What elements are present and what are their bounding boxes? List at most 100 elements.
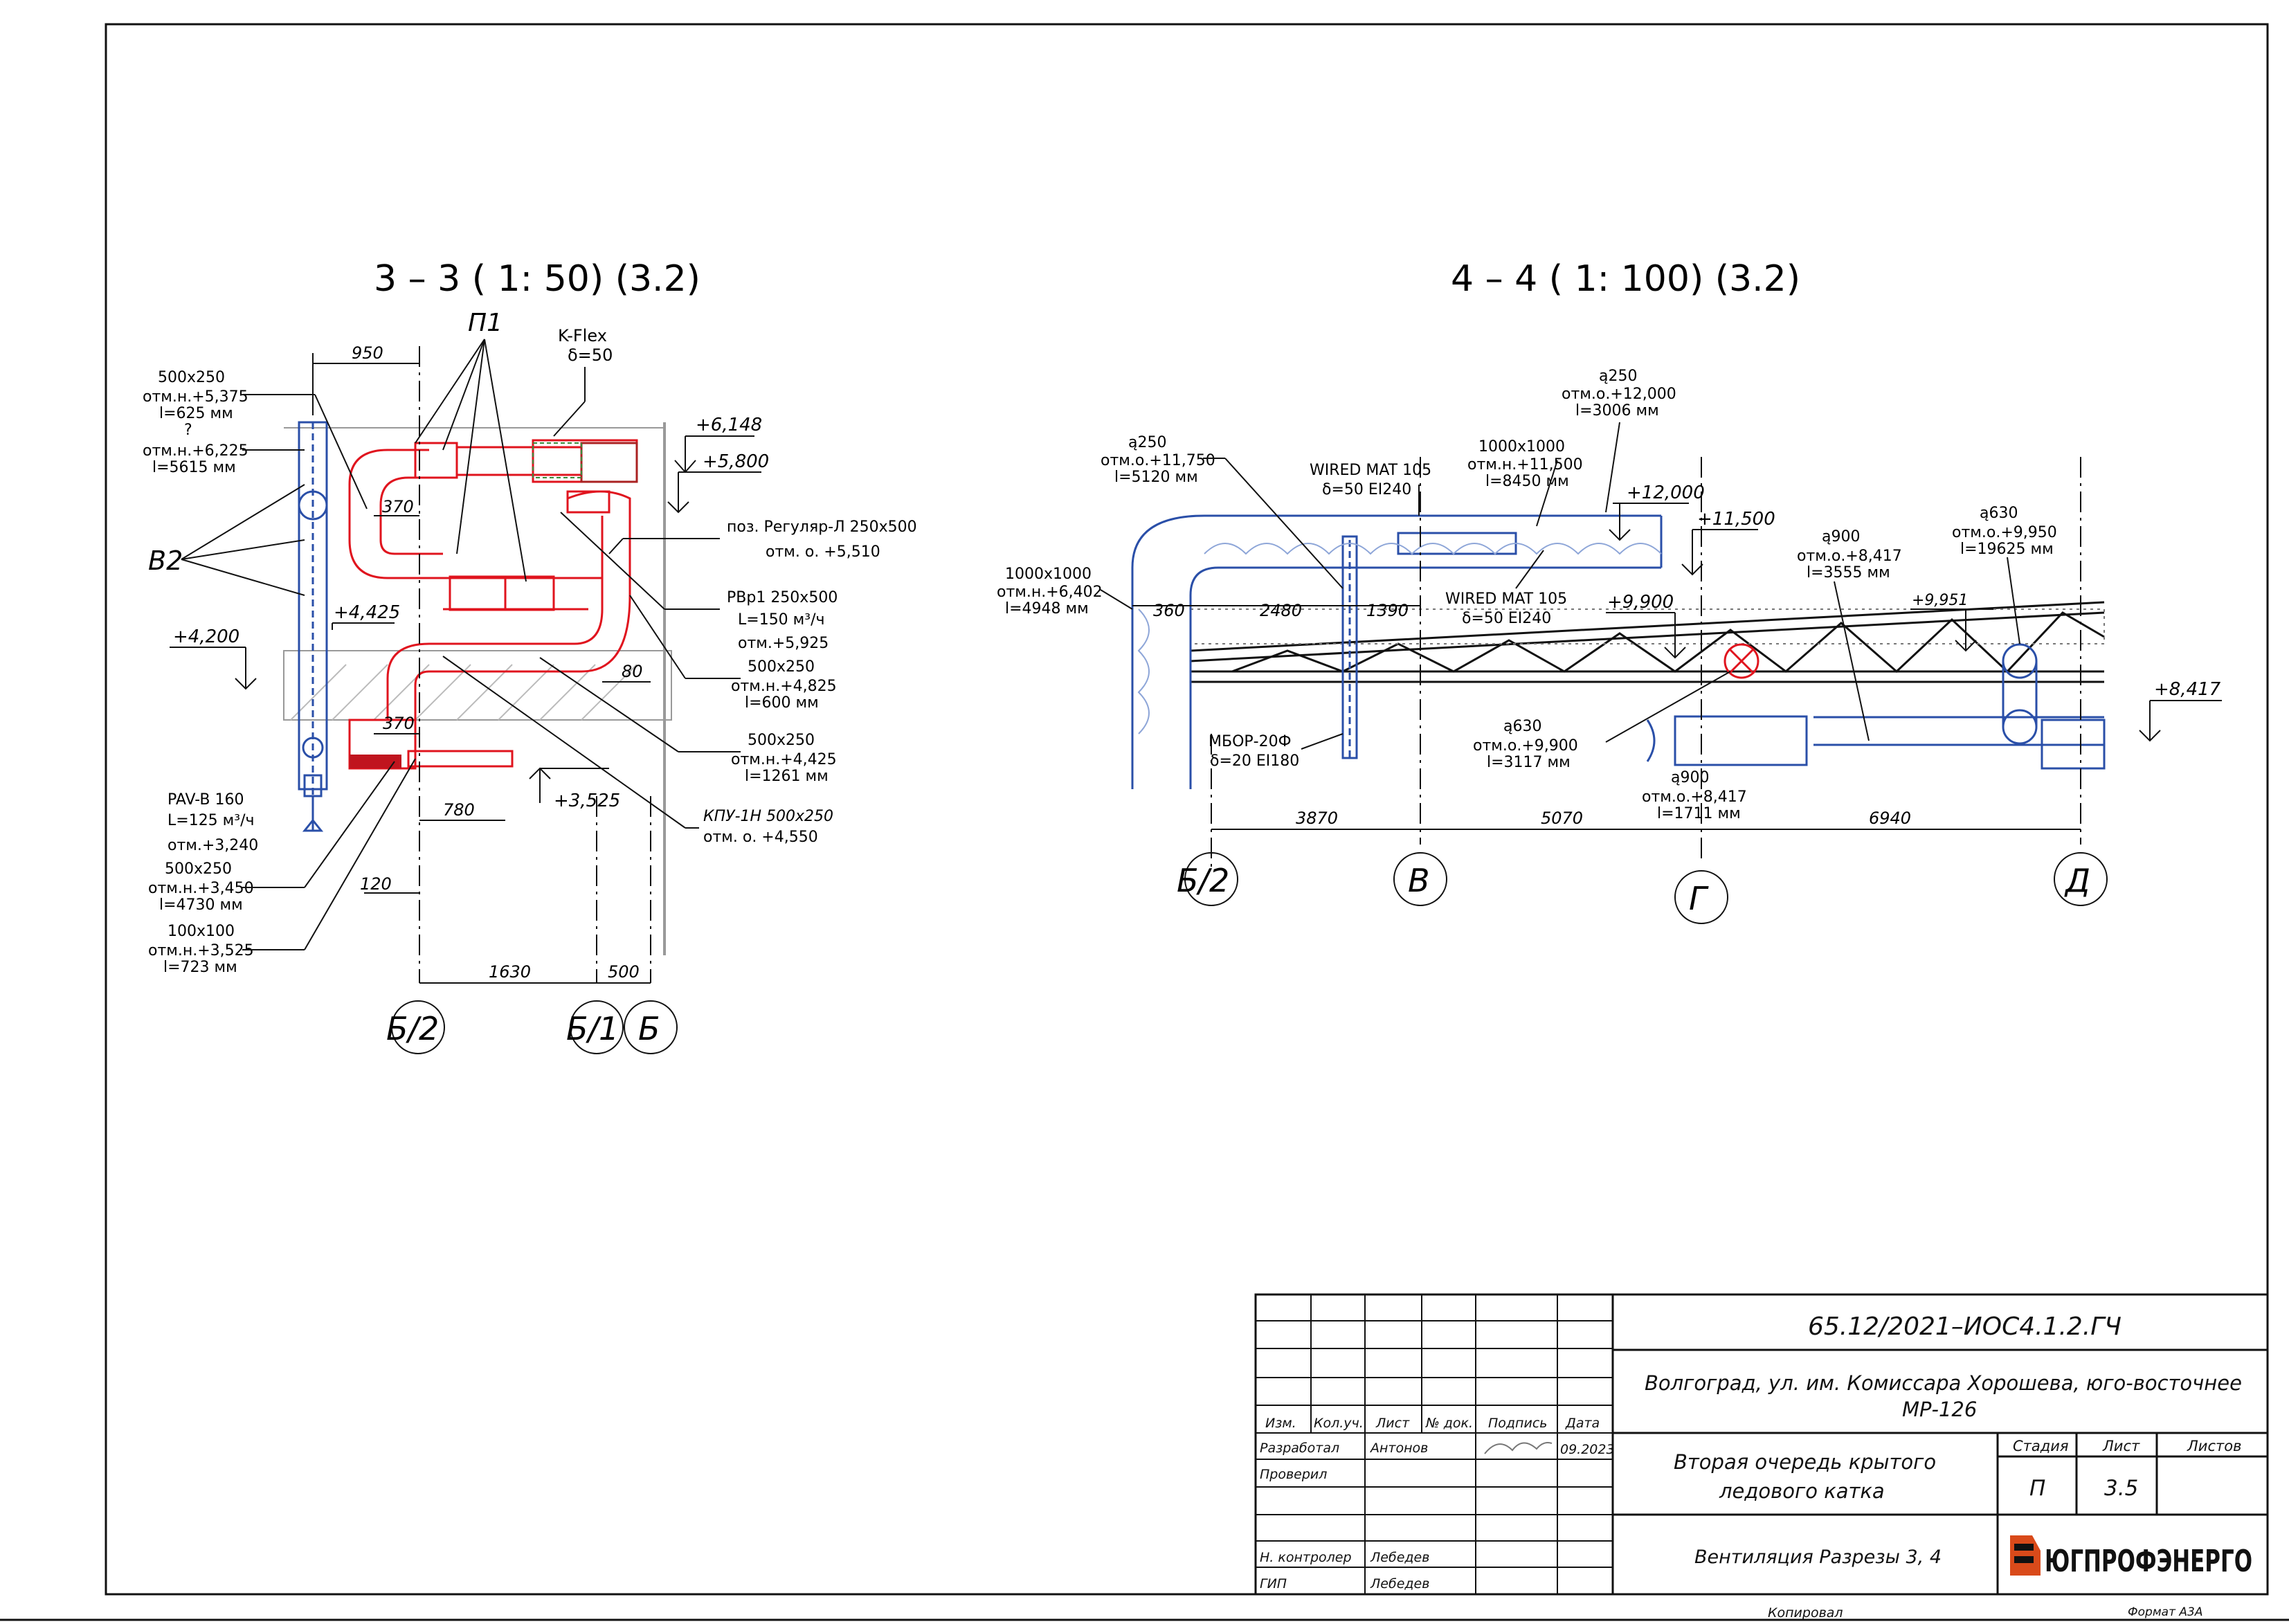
- date-developed: 09.2023: [1560, 1442, 1615, 1457]
- note-r6-2: отм.+5,925: [738, 635, 829, 652]
- section3-left-leaders: [242, 394, 416, 950]
- note-h-0: ą630: [1980, 505, 2018, 522]
- role-gip: ГИП: [1260, 1576, 1287, 1591]
- axis-bubble-g: [1674, 870, 1728, 924]
- dim-1630: 1630: [489, 962, 531, 982]
- axis-bubble-b2-s4: [1184, 852, 1238, 906]
- section3-dim-lines: [312, 353, 651, 984]
- note-l3-0: 500x250: [165, 860, 232, 878]
- note-d-0: 1000x1000: [1478, 438, 1565, 455]
- dim-3870: 3870: [1296, 809, 1338, 828]
- note-j-0: ą630: [1503, 718, 1541, 735]
- section3-left-notes: 500x250 отм.н.+5,375 l=625 мм ? отм.н.+6…: [143, 369, 258, 976]
- section4-notes: ą250 отм.о.+11,750 l=5120 мм 1000x1000 о…: [997, 368, 2057, 822]
- hdr-izm: Изм.: [1265, 1416, 1296, 1431]
- section3-right-notes: поз. Регуляр-Л 250x500 отм. о. +5,510 РВ…: [703, 518, 917, 846]
- section4-leaders: [1100, 422, 2020, 750]
- section-3-3: 3 – 3 ( 1: 50) (3.2) П1 В2: [143, 258, 917, 1054]
- note-b-1: отм.н.+6,402: [997, 584, 1103, 601]
- section4-level-marks: [1606, 503, 2222, 742]
- drawing-name: Вентиляция Разрезы 3, 4: [1694, 1546, 1942, 1568]
- note-r7-1: отм.н.+4,825: [731, 678, 837, 695]
- dim-5070: 5070: [1541, 809, 1583, 828]
- v2-label: В2: [148, 545, 183, 576]
- section3-axis-lines: [419, 346, 651, 983]
- axis-label-b: Б: [638, 1010, 660, 1047]
- note-f-1: δ=50 EI240: [1462, 610, 1551, 627]
- note-e-2: l=3006 мм: [1575, 402, 1659, 419]
- section4-axis-bubbles: [1184, 852, 2108, 924]
- note-a-1: отм.о.+11,750: [1101, 452, 1215, 469]
- note-r5-0: поз. Регуляр-Л 250x500: [727, 518, 917, 536]
- level-4200: +4,200: [173, 626, 239, 647]
- note-c-1: δ=50 EI240: [1322, 481, 1411, 498]
- note-j-2: l=3117 мм: [1487, 754, 1571, 771]
- axis-bubble-d: [2054, 852, 2108, 906]
- roof-truss: [1190, 601, 2105, 683]
- note-i-0: МБОР-20Ф: [1209, 733, 1292, 750]
- dim-370a: 370: [382, 497, 414, 516]
- company-name: ЮГПРОФЭНЕРГО: [2045, 1544, 2252, 1579]
- level-8417: +8,417: [2154, 679, 2221, 700]
- note-r9-1: отм. о. +4,550: [703, 829, 818, 846]
- title-block: [1254, 1293, 2269, 1596]
- note-h-2: l=19625 мм: [1960, 541, 2054, 558]
- drawing-code: 65.12/2021–ИОС4.1.2.ГЧ: [1808, 1312, 2121, 1341]
- stage-header: Стадия: [2013, 1438, 2069, 1454]
- name-developed: Антонов: [1369, 1441, 1428, 1456]
- note-g-2: l=3555 мм: [1807, 564, 1890, 581]
- kflex-thickness: δ=50: [568, 345, 613, 365]
- level-3525: +3,525: [554, 791, 620, 811]
- section4-dim-lines: [1132, 605, 2081, 830]
- axis-label-d: Д: [2064, 862, 2090, 899]
- level-11500: +11,500: [1697, 509, 1775, 530]
- note-l1-2: l=625 мм: [159, 405, 233, 422]
- hdr-nodok: № док.: [1425, 1416, 1473, 1431]
- object-name-2: ледового катка: [1719, 1479, 1885, 1503]
- axis-label-v: В: [1408, 862, 1430, 899]
- address-line-1: Волгоград, ул. им. Комиссара Хорошева, ю…: [1645, 1371, 2242, 1395]
- note-g-1: отм.о.+8,417: [1797, 548, 1902, 565]
- note-c-0: WIRED MAT 105: [1310, 462, 1431, 479]
- note-b-2: l=4948 мм: [1005, 600, 1089, 617]
- section-4-title: 4 – 4 ( 1: 100) (3.2): [1451, 258, 1800, 300]
- p1-leaders: [415, 339, 527, 582]
- dim-1390: 1390: [1366, 601, 1409, 620]
- hdr-list: Лист: [1375, 1416, 1410, 1431]
- duct-insulation-pattern: [1137, 543, 1662, 734]
- slab-hatch: [283, 650, 672, 721]
- hdr-podpis: Подпись: [1488, 1416, 1547, 1431]
- slab-hatch-lines: [290, 664, 637, 721]
- note-l1-3: ?: [184, 422, 192, 439]
- axis-label-b2: Б/2: [386, 1010, 439, 1047]
- note-l1-4: отм.н.+6,225: [143, 442, 248, 460]
- dim-780: 780: [443, 800, 475, 820]
- axis-bubble-b2: [391, 1000, 445, 1054]
- axis-bubble-b1: [570, 1000, 624, 1054]
- axis-label-b1: Б/1: [566, 1010, 619, 1047]
- level-6148: +6,148: [696, 415, 762, 435]
- hdr-koluch: Кол.уч.: [1314, 1416, 1364, 1431]
- sheets-header: Листов: [2187, 1438, 2241, 1454]
- name-gip: Лебедев: [1370, 1576, 1429, 1591]
- axis-label-b2-s4: Б/2: [1177, 862, 1229, 899]
- section-4-4: 4 – 4 ( 1: 100) (3.2): [997, 258, 2222, 924]
- note-k-2: l=1711 мм: [1657, 805, 1741, 822]
- axis-label-g: Г: [1689, 880, 1709, 917]
- note-b-0: 1000x1000: [1005, 566, 1092, 583]
- sheet-value: 3.5: [2104, 1476, 2138, 1501]
- copied-label: Копировал: [1768, 1605, 1843, 1621]
- note-i-1: δ=20 EI180: [1210, 752, 1299, 770]
- roof-insulation: [1190, 608, 2105, 644]
- section-3-title: 3 – 3 ( 1: 50) (3.2): [374, 258, 700, 300]
- dim-6940: 6940: [1869, 809, 1911, 828]
- note-l4-2: l=723 мм: [163, 959, 237, 976]
- note-r8-1: отм.н.+4,425: [731, 751, 837, 768]
- note-e-1: отм.о.+12,000: [1562, 386, 1676, 403]
- level-9900: +9,900: [1607, 592, 1674, 613]
- dim-360: 360: [1153, 601, 1185, 620]
- note-k-1: отм.о.+8,417: [1642, 788, 1747, 806]
- level-5800: +5,800: [703, 451, 769, 472]
- note-l4-1: отм.н.+3,525: [148, 942, 254, 959]
